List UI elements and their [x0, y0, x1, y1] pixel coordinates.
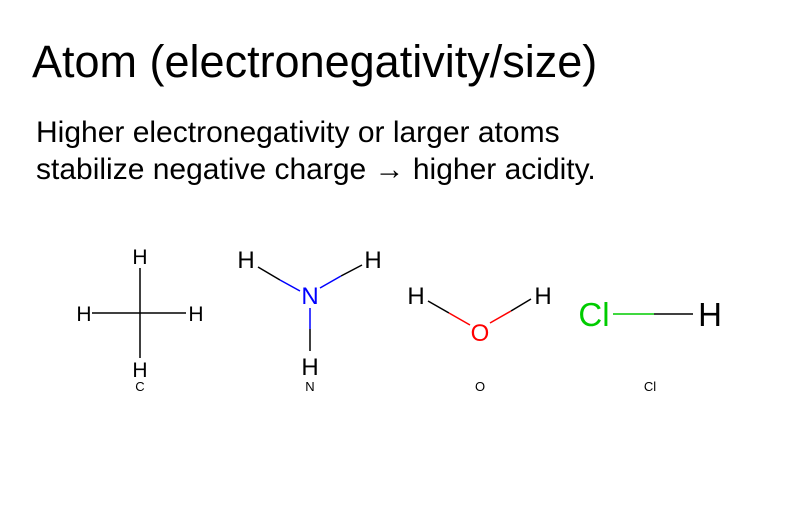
hcl-structure: Cl H Cl: [578, 296, 722, 394]
ammonia-bond-left-black: [257, 266, 281, 281]
methane-h-top: H: [132, 246, 147, 269]
methane-caption: C: [135, 379, 144, 394]
water-bond-left-red: [448, 312, 471, 326]
water-structure: O H H O: [407, 283, 551, 394]
methane-h-right: H: [188, 303, 203, 326]
ammonia-bond-right-blue: [319, 275, 342, 289]
ammonia-structure: N H H H N: [237, 247, 381, 394]
methane-h-bottom: H: [132, 359, 147, 382]
ammonia-bond-left-blue: [279, 279, 301, 292]
ammonia-caption: N: [305, 379, 314, 394]
body-text: Higher electronegativity or larger atoms…: [36, 114, 596, 188]
water-caption: O: [475, 379, 485, 394]
ammonia-h-bottom: H: [301, 354, 318, 381]
body-line-1: Higher electronegativity or larger atoms: [36, 116, 560, 149]
hcl-cl-atom: Cl: [578, 296, 609, 333]
ammonia-h-left: H: [237, 247, 254, 274]
water-bond-right-red: [489, 310, 512, 324]
water-h-right: H: [534, 283, 551, 310]
water-o-atom: O: [471, 320, 490, 347]
slide-title: Atom (electronegativity/size): [32, 36, 598, 87]
ammonia-bond-right-black: [340, 264, 363, 277]
methane-structure: H H H H C: [76, 246, 203, 394]
methane-h-left: H: [76, 303, 91, 326]
ammonia-n-atom: N: [301, 283, 318, 310]
water-bond-left-black: [427, 300, 450, 314]
body-line-2: stabilize negative charge → higher acidi…: [36, 153, 596, 186]
water-bond-right-black: [510, 298, 532, 312]
water-h-left: H: [407, 283, 424, 310]
ammonia-h-right: H: [364, 247, 381, 274]
hcl-h-atom: H: [698, 296, 722, 333]
hcl-caption: Cl: [644, 379, 656, 394]
